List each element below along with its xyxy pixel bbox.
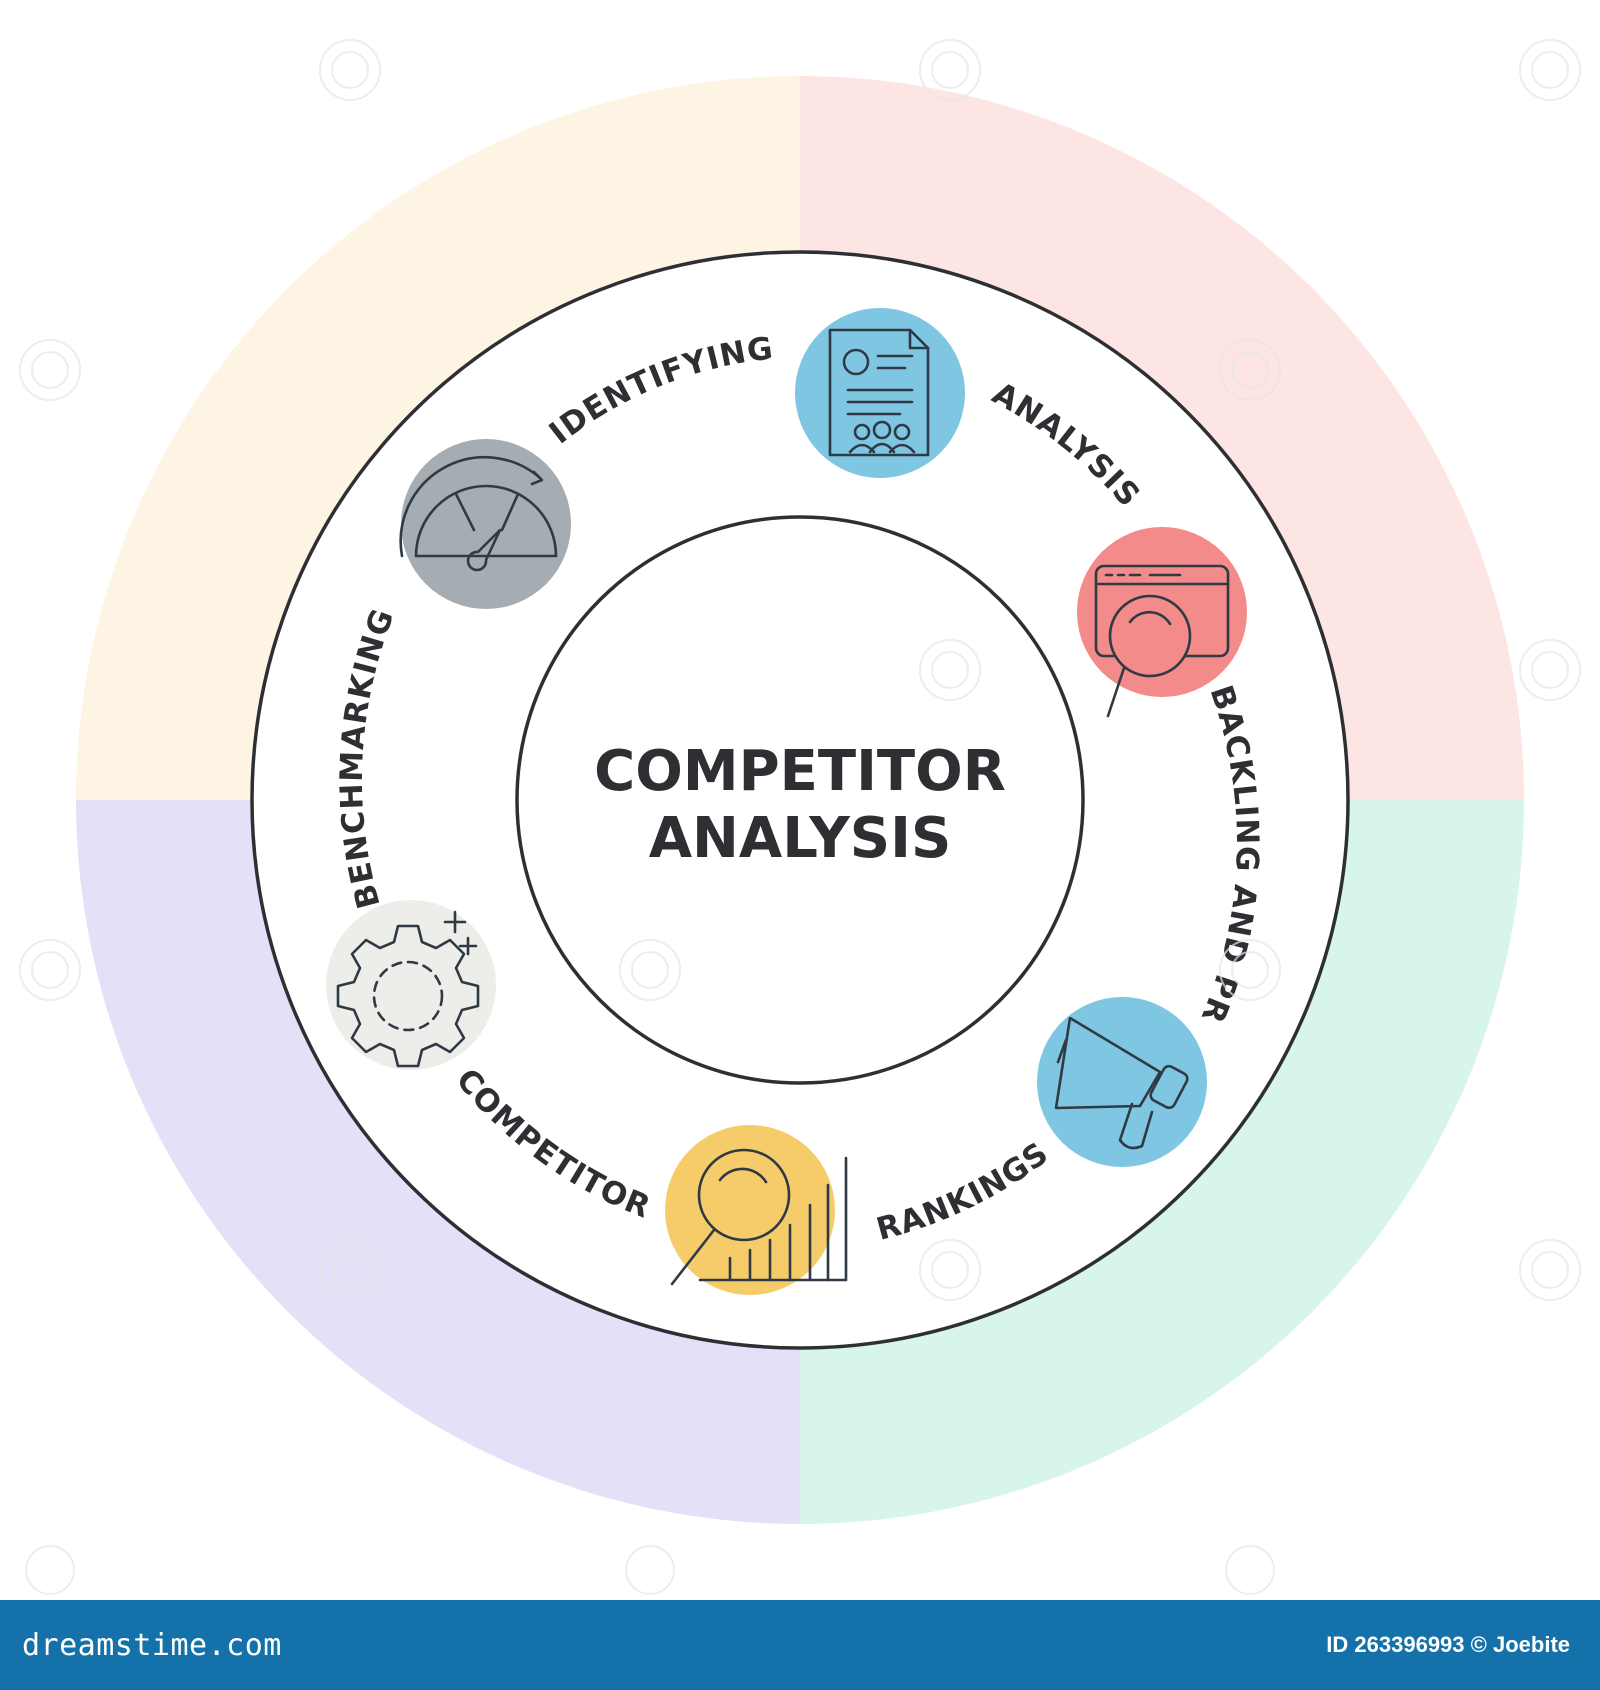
footer-bar: dreamstime.com ID 263396993 © Joebite: [0, 1600, 1600, 1690]
footer-credit: ID 263396993 © Joebite: [1326, 1632, 1570, 1658]
title-line-2: ANALYSIS: [649, 806, 952, 871]
document-profile-icon: [828, 328, 930, 457]
footer-id: ID 263396993: [1326, 1632, 1465, 1657]
step-circle-backling-and-pr: [1037, 997, 1207, 1167]
competitor-analysis-diagram: COMPETITOR ANALYSIS IDENTIFYING ANALYSIS…: [19, 39, 1581, 1595]
browser-magnifier-icon: [1094, 564, 1230, 718]
step-backling-and-pr: [1037, 997, 1207, 1167]
gear-sparkle-icon: [336, 910, 480, 1068]
watermark-swirls: [19, 39, 1581, 1595]
megaphone-icon: [1054, 1016, 1189, 1150]
step-circle-identifying: [795, 308, 965, 478]
step-circle-benchmarking: [401, 439, 571, 609]
footer-brand[interactable]: dreamstime.com: [22, 1627, 282, 1663]
step-competitor: [326, 900, 496, 1070]
step-identifying: [795, 308, 965, 478]
title-line-1: COMPETITOR: [594, 739, 1006, 804]
step-analysis: [1077, 527, 1247, 718]
footer-author: © Joebite: [1470, 1632, 1570, 1657]
step-rankings: [665, 1125, 848, 1295]
magnifier-bar-chart-icon: [670, 1148, 848, 1286]
speedometer-icon: [399, 455, 558, 572]
step-benchmarking: [399, 439, 571, 609]
